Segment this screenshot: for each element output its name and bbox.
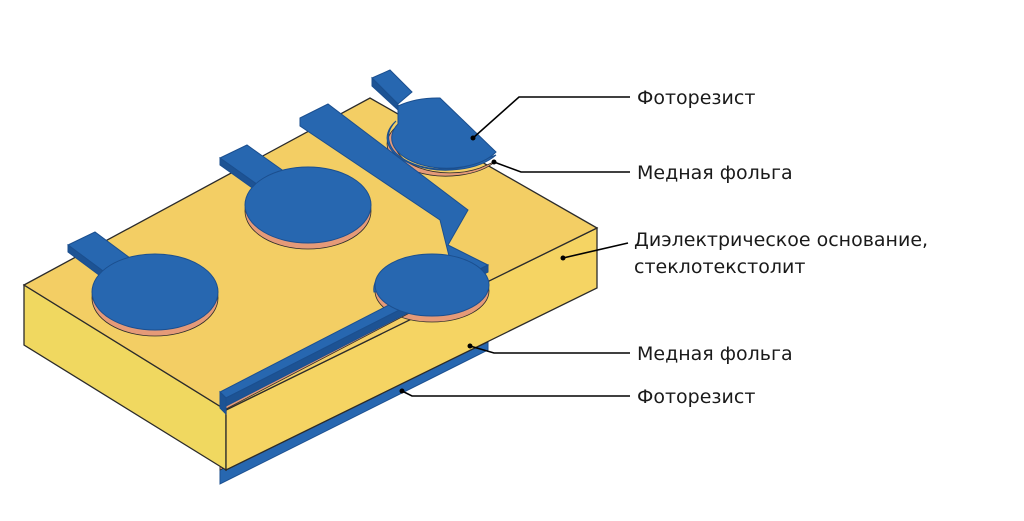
top-photoresist-layer xyxy=(67,69,497,416)
label-copper-bottom: Медная фольга xyxy=(637,343,793,365)
label-photoresist-top: Фоторезист xyxy=(637,87,755,109)
leader-photoresist-top xyxy=(472,96,630,139)
photoresist-pad-half-top xyxy=(386,120,497,171)
leader-dot-photoresist-bottom xyxy=(399,388,405,394)
photoresist-pad-half-fill xyxy=(391,97,497,169)
leader-photoresist-bottom xyxy=(401,390,630,397)
photoresist-pad-left xyxy=(91,253,219,331)
label-photoresist-bottom: Фоторезист xyxy=(637,386,755,408)
leaders xyxy=(399,96,630,397)
photoresist-pad-lower-right xyxy=(374,253,490,317)
label-copper-top: Медная фольга xyxy=(637,162,793,184)
leader-copper-top xyxy=(493,161,630,173)
label-substrate-line1: Диэлектрическое основание, xyxy=(634,229,928,251)
labels: Фоторезист Медная фольга Диэлектрическое… xyxy=(634,87,928,408)
leader-substrate xyxy=(562,242,629,259)
leader-dot-copper-bottom xyxy=(467,343,473,349)
photoresist-pad-middle xyxy=(244,166,372,244)
label-substrate-line2: стеклотекстолит xyxy=(634,256,805,278)
leader-dot-photoresist-top xyxy=(470,135,476,141)
leader-copper-bottom xyxy=(469,345,630,354)
trace-front-edge xyxy=(219,390,227,416)
leader-dot-copper-top xyxy=(491,159,497,165)
leader-dot-substrate xyxy=(560,255,566,261)
